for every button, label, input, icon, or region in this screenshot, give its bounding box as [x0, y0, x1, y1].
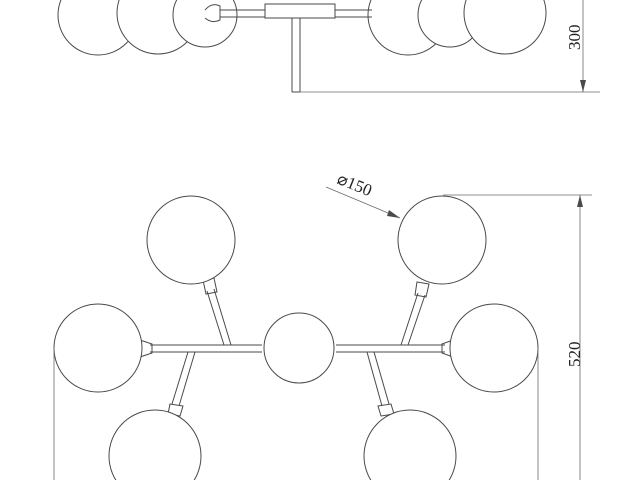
side-globe	[172, 0, 238, 48]
globe-lower-left	[108, 409, 202, 480]
center-canopy	[263, 312, 335, 384]
top-dimension-arrow	[577, 195, 583, 207]
arm-lower-left	[171, 351, 196, 407]
arm-upper-left	[206, 288, 232, 346]
side-globe	[463, 0, 547, 55]
globe-lower-right	[363, 409, 457, 480]
socket-upper-right	[414, 281, 430, 298]
globe-diameter-label: ⌀150	[335, 169, 375, 200]
main-arm	[150, 344, 445, 353]
socket-lower-left	[167, 403, 184, 417]
side-stem	[291, 18, 301, 93]
arm-lower-right	[366, 351, 390, 407]
top-height-label: 520	[565, 342, 584, 368]
globe-right	[449, 303, 539, 393]
diameter-leader	[325, 186, 401, 219]
side-canopy	[264, 3, 336, 19]
side-canopy-cap	[204, 4, 221, 23]
side-height-label: 300	[565, 25, 584, 51]
arm-upper-right	[400, 292, 426, 346]
side-dimension-arrow	[580, 80, 586, 92]
side-view: 300	[57, 0, 600, 93]
diameter-arrow	[387, 210, 400, 218]
globe-upper-left	[146, 195, 236, 285]
top-view: ⌀150 520	[53, 169, 592, 480]
globe-upper-right	[397, 195, 487, 285]
globe-left	[53, 303, 143, 393]
